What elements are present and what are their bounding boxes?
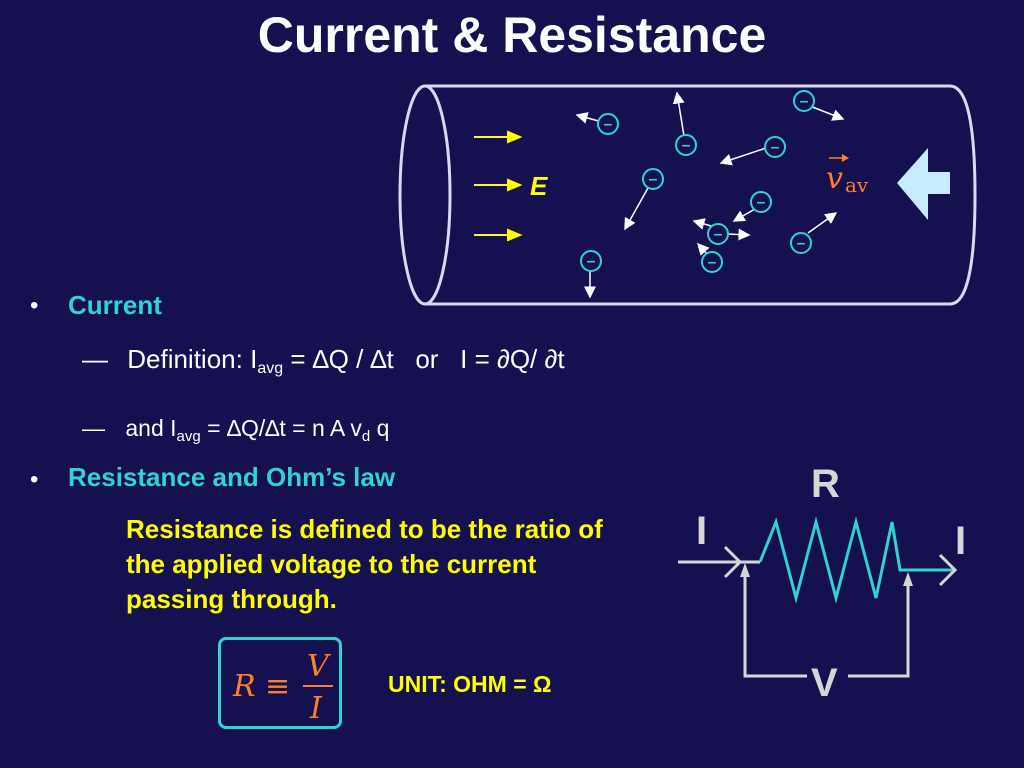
svg-text:V: V [307,649,332,684]
bullet-icon: • [30,466,39,493]
bullet-icon: • [30,292,39,319]
definition-line: — Definition: Iavg = ∆Q / ∆t or I = ∂Q/ … [82,344,565,377]
dash-icon: — [82,344,108,374]
voltage-lead-right [848,578,910,678]
electron [790,232,812,254]
wire-cylinder-body [425,84,977,306]
electron [764,136,786,158]
electron-sign: – [649,171,658,188]
current-label-right: I [955,519,966,563]
electron [750,191,772,213]
electron [701,251,723,273]
resistance-heading: Resistance and Ohm’s law [68,462,396,492]
electron-sign: – [797,235,806,252]
electron [642,168,664,190]
electrons [580,90,815,273]
ohm-formula-box: R ≡ V I [218,637,342,729]
electron-sign: – [682,137,691,154]
velocity-vector [692,218,712,230]
velocity-vector [732,208,756,222]
electron-sign: – [771,139,780,156]
unit-text: UNIT: OHM = Ω [388,671,552,697]
electron-sign: – [800,93,809,110]
current-arrow-left-icon [723,545,743,579]
velocity-vector [807,212,838,234]
vector-overline-head [842,154,849,162]
drift-velocity-symbol: v [826,161,843,196]
resistor-zigzag [758,516,955,604]
svg-text:R: R [232,669,256,704]
field-arrowhead [507,130,523,144]
velocity-vector [726,228,751,241]
velocity-vector [624,187,649,231]
electron [597,113,619,135]
electron-sign: – [714,226,723,243]
electron [793,90,815,112]
velocity-vectors [575,91,845,299]
electron-sign: – [708,254,717,271]
velocity-vector [719,147,767,166]
voltage-arrowhead-left [740,563,750,577]
drift-velocity-label: v av [826,154,869,197]
electron [675,134,697,156]
voltage-arrowhead-right [903,572,913,586]
svg-text:I: I [309,691,323,726]
current-label-left: I [696,509,707,553]
slide-title: Current & Resistance [257,7,767,63]
field-arrowhead [507,228,523,242]
voltage-lead-left [743,570,807,678]
ohm-formula: R ≡ V I [232,649,333,726]
drift-direction-arrow-icon [897,148,950,220]
field-arrows [474,130,523,242]
voltage-label: V [811,661,838,705]
electron-sign: – [604,116,613,133]
and-line: — and Iavg = ∆Q/∆t = n A vd q [82,415,390,445]
circuit-diagram [678,516,958,678]
drift-velocity-subscript: av [845,173,869,197]
svg-text:≡: ≡ [265,669,290,704]
velocity-vector [809,105,845,121]
electron-sign: – [587,253,596,270]
resistor-label: R [811,462,840,506]
field-arrowhead [507,178,523,192]
electron [707,223,729,245]
current-heading: Current [68,290,162,320]
velocity-vector [672,91,685,137]
electron [580,250,602,272]
field-label: E [530,171,548,201]
current-arrow-right-icon [938,553,958,587]
resistance-definition: Resistance is defined to be the ratio of… [126,514,603,614]
electron-sign: – [757,194,766,211]
dash-icon: — [82,415,105,441]
wire-cylinder-end [398,84,452,306]
